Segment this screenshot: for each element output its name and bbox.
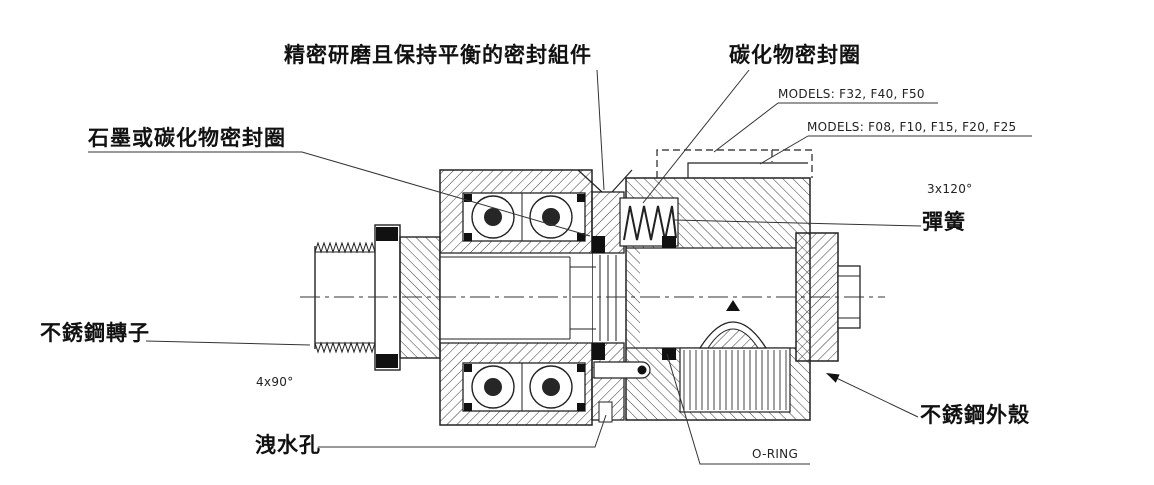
- bearing-ball: [542, 378, 560, 396]
- leader-drain-hole: [318, 414, 607, 448]
- rotor-threads-top: [314, 241, 376, 254]
- model-variant-dashed-outline-2: [772, 149, 813, 178]
- spring-coil: [623, 205, 677, 241]
- leader-carbide-seal: [642, 69, 750, 204]
- callout-spring: 彈簧: [922, 210, 966, 234]
- note-angle-bottom: 4x90°: [256, 375, 294, 389]
- dome-plug-inner: [707, 328, 759, 349]
- leader-rotor: [145, 340, 311, 346]
- leader-spring: [673, 219, 922, 227]
- leader-models-large: [713, 102, 938, 153]
- callout-rotor: 不銹鋼轉子: [40, 321, 150, 345]
- callout-drain-hole: 洩水孔: [255, 433, 321, 457]
- note-o-ring: O-RING: [752, 447, 799, 461]
- leader-lines: [88, 69, 1032, 465]
- bearing-ball: [484, 378, 502, 396]
- o-ring-bottom: [662, 348, 676, 360]
- callout-carbide-seal: 碳化物密封圈: [729, 43, 861, 67]
- note-angle-top: 3x120°: [927, 182, 973, 196]
- callout-graphite-seal: 石墨或碳化物密封圈: [88, 126, 286, 150]
- leader-o-ring: [666, 353, 810, 465]
- leader-seal-assembly: [596, 69, 605, 191]
- graphite-seal-ring-lower: [592, 343, 605, 360]
- callout-seal-assembly: 精密研磨且保持平衡的密封組件: [284, 43, 592, 67]
- thread-lines: [683, 350, 787, 410]
- callout-housing: 不銹鋼外殼: [920, 403, 1030, 427]
- rotor-threads-bottom: [314, 341, 376, 354]
- seal-assembly-section: [577, 169, 633, 421]
- leader-housing-arrowhead: [826, 373, 840, 383]
- leader-housing: [827, 373, 919, 418]
- leader-graphite-seal: [88, 151, 591, 237]
- drain-hole: [598, 401, 613, 423]
- shaft-bore: [440, 253, 592, 343]
- graphite-seal-ring: [592, 236, 605, 253]
- drain-passage: [593, 361, 651, 379]
- drain-plug-dot: [637, 365, 647, 375]
- dome-plug-tip: [726, 300, 740, 311]
- leader-models-small: [759, 135, 1032, 165]
- bearing-ball: [484, 208, 502, 226]
- rotor-seal-block-bottom: [376, 354, 398, 368]
- o-ring-top: [662, 236, 676, 248]
- model-variant-dashed-outline: [656, 149, 773, 178]
- note-models-large: MODELS: F32, F40, F50: [778, 87, 925, 101]
- ball-bearing-bottom: [462, 362, 586, 412]
- rotor-seal-block-top: [376, 227, 398, 241]
- outer-housing-section: [593, 149, 861, 423]
- note-models-small: MODELS: F08, F10, F15, F20, F25: [807, 120, 1017, 134]
- threaded-bore: [679, 347, 791, 413]
- model-variant-solid-outline: [687, 162, 808, 178]
- bearing-ball: [542, 208, 560, 226]
